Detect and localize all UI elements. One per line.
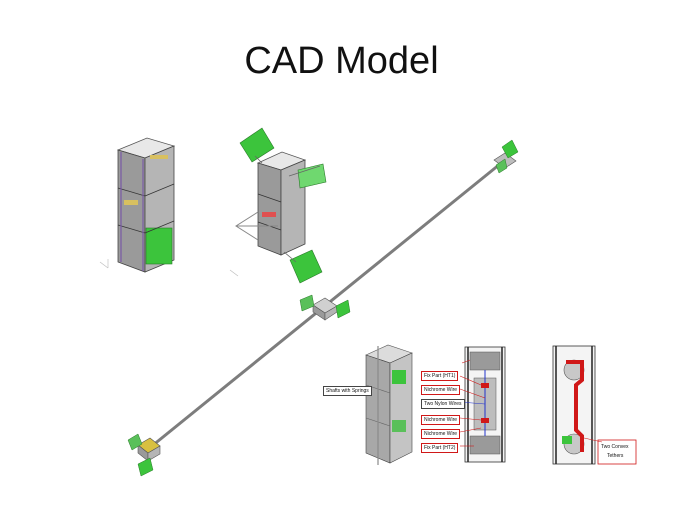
deployed-panel-bottom (289, 249, 323, 284)
deployed-panel-right (297, 163, 327, 189)
callout-fix-part-ht2: Fix Part (HT2) (421, 443, 459, 453)
solar-panel-green (145, 227, 173, 265)
callout-convex-line1: Two Convex (601, 444, 629, 450)
callout-two-convex-tethers: Two Convex Tethers (601, 443, 629, 461)
callout-shafts-with-springs: Shafts with Springs (323, 386, 372, 396)
mechanism-side-view (552, 345, 637, 465)
mechanism-front-view (353, 346, 506, 463)
tether-deployment (127, 139, 519, 477)
slide-title: CAD Model (244, 40, 439, 82)
callout-nichrome-wire-1: Nichrome Wire (421, 385, 461, 395)
callout-convex-line2: Tethers (607, 453, 624, 459)
callout-nichrome-wire-3: Nichrome Wire (421, 429, 461, 439)
callout-fix-part-ht1: Fix Part (HT1) (421, 371, 459, 381)
callout-two-nylon-wires: Two Nylon Wires (421, 399, 465, 409)
deployed-panel-top (239, 127, 275, 163)
stowed-cubesat (99, 137, 176, 273)
callout-nichrome-wire-2: Nichrome Wire (421, 415, 461, 425)
mechanism-exploded-view (365, 344, 413, 465)
deployed-cubesat (229, 127, 327, 284)
